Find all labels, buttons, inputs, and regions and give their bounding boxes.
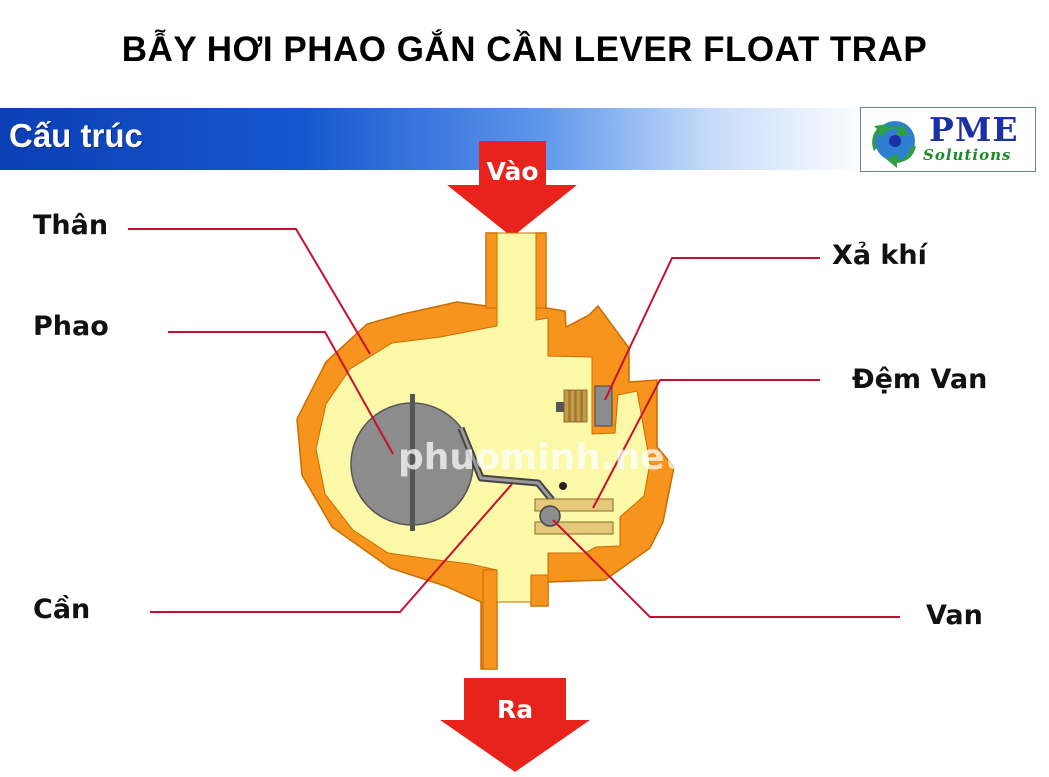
company-logo: PME Solutions: [860, 107, 1036, 172]
outlet-arrow: [440, 678, 590, 772]
leader-line-lever: [150, 483, 513, 613]
leader-line-body: [128, 228, 371, 355]
recycle-icon: [872, 121, 916, 168]
logo-brand: PME: [929, 110, 1019, 149]
leader-line-valve-seat: [592, 379, 820, 509]
outlet-pipe-right-wall: [530, 574, 549, 607]
logo-tagline: Solutions: [923, 146, 1012, 164]
inlet-pipe-left-wall: [485, 232, 498, 309]
outlet-pipe-left-wall: [482, 569, 498, 670]
label-float: Phao: [33, 311, 109, 342]
leader-lines: [128, 228, 900, 618]
inlet-pipe-right-wall: [535, 232, 547, 309]
inlet-label: Vào: [486, 157, 539, 186]
page-title: BẪY HƠI PHAO GẮN CẦN LEVER FLOAT TRAP: [121, 30, 928, 69]
lever-arm-core: [459, 427, 554, 501]
label-lever: Cần: [33, 594, 91, 625]
inlet-arrow: [447, 141, 577, 237]
section-title: Cấu trúc: [9, 117, 143, 154]
label-valve-seat: Đệm Van: [852, 364, 988, 395]
leader-line-valve: [552, 519, 900, 618]
outlet-label: Ra: [496, 695, 534, 724]
air-vent-element: [556, 385, 613, 427]
label-valve: Van: [926, 600, 983, 631]
leader-line-air-vent: [604, 257, 820, 401]
label-air-vent: Xả khí: [832, 240, 927, 271]
watermark: phuominh.net: [398, 437, 682, 478]
section-header-bar: [0, 108, 870, 170]
leader-line-float: [168, 331, 394, 455]
lever-pivot: [559, 482, 567, 490]
label-body: Thân: [33, 210, 109, 241]
